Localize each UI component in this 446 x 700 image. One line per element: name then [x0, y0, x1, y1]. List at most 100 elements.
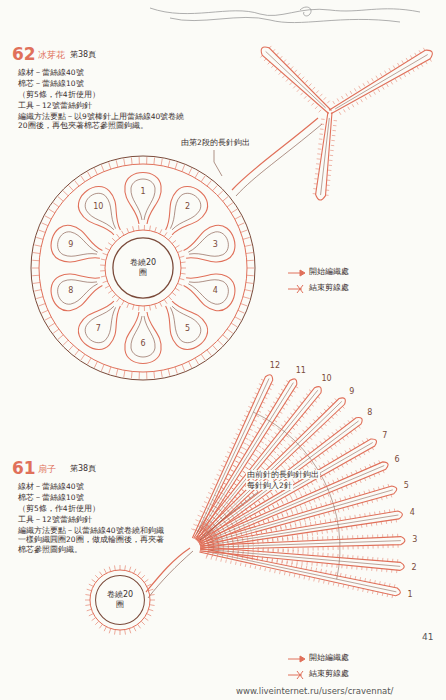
crochet-stroke: [217, 540, 218, 543]
crochet-stroke: [53, 203, 59, 207]
crochet-stroke: [386, 521, 388, 524]
crochet-stroke: [381, 521, 383, 524]
crochet-stroke: [412, 69, 414, 72]
crochet-stroke: [49, 323, 55, 327]
crochet-stroke: [378, 472, 379, 475]
crochet-stroke: [314, 499, 315, 502]
petal-loop: [85, 193, 115, 230]
crochet-stroke: [369, 512, 371, 515]
crochet-stroke: [207, 520, 210, 521]
crochet-stroke: [252, 492, 254, 495]
crochet-stroke: [304, 96, 306, 99]
crochet-stroke: [160, 229, 162, 233]
crochet-stroke: [333, 480, 334, 483]
crochet-stroke: [299, 420, 302, 422]
crochet-stroke: [391, 595, 393, 598]
petal-loop: [166, 301, 208, 349]
crochet-stroke: [266, 393, 269, 394]
crochet-stroke: [293, 548, 294, 551]
crochet-stroke: [331, 417, 333, 419]
crochet-stroke: [226, 496, 229, 498]
crochet-stroke: [358, 546, 359, 549]
crochet-stroke: [265, 415, 268, 417]
crochet-stroke: [283, 439, 286, 441]
crochet-stroke: [290, 413, 293, 415]
crochet-stroke: [354, 494, 356, 497]
callout-number: 6: [140, 339, 145, 349]
crochet-stroke: [387, 534, 388, 537]
crochet-stroke: [352, 535, 353, 538]
crochet-stroke: [257, 388, 260, 389]
crochet-stroke: [223, 528, 225, 531]
crochet-stroke: [253, 454, 256, 456]
crochet-stroke: [160, 302, 162, 306]
crochet-stroke: [212, 483, 215, 484]
crochet-stroke: [306, 465, 308, 468]
crochet-stroke: [301, 509, 303, 512]
crochet-stroke: [285, 497, 287, 500]
crochet-stroke: [272, 559, 273, 562]
inner-ring: [90, 570, 150, 630]
crochet-stroke: [124, 630, 126, 635]
crochet-stroke: [421, 64, 423, 67]
crochet-stroke: [58, 335, 63, 339]
petal-loop: [131, 316, 155, 357]
crochet-stroke: [223, 335, 228, 339]
crochet-stroke: [222, 538, 223, 541]
crochet-stroke: [261, 466, 264, 468]
crochet-stroke: [294, 574, 296, 577]
crochet-stroke: [245, 438, 248, 439]
leader-line: [200, 492, 258, 540]
crochet-stroke: [342, 508, 344, 511]
crochet-stroke: [268, 62, 270, 65]
crochet-stroke: [396, 519, 398, 522]
crochet-stroke: [306, 566, 308, 569]
crochet-stroke: [351, 472, 352, 475]
crochet-stroke: [226, 509, 229, 511]
crochet-stroke: [313, 188, 316, 189]
crochet-stroke: [237, 479, 240, 481]
crochet-stroke: [419, 50, 421, 53]
crochet-stroke: [146, 372, 147, 379]
crochet-stroke: [257, 427, 260, 429]
crochet-stroke: [251, 517, 253, 520]
crochet-stroke: [141, 621, 145, 625]
crochet-stroke: [382, 593, 384, 596]
crochet-stroke: [242, 471, 245, 473]
crochet-stroke: [306, 394, 309, 396]
crochet-stroke: [204, 536, 207, 538]
crochet-stroke: [197, 379, 269, 534]
crochet-stroke: [317, 153, 320, 154]
crochet-stroke: [221, 465, 224, 466]
crochet-stroke: [268, 507, 270, 510]
crochet-stroke: [109, 567, 111, 572]
crochet-stroke: [112, 238, 116, 241]
crochet-stroke: [277, 416, 280, 418]
crochet-stroke: [335, 398, 337, 400]
crochet-stroke: [332, 135, 335, 136]
crochet-stroke: [259, 523, 260, 526]
crochet-stroke: [211, 556, 213, 559]
crochet-stroke: [373, 545, 374, 548]
crochet-stroke: [337, 554, 338, 557]
crochet-stroke: [314, 516, 316, 519]
material-note: 線材－蕾絲線40號: [18, 482, 84, 491]
crochet-stroke: [225, 456, 228, 457]
crochet-stroke: [243, 443, 246, 444]
crochet-stroke: [308, 577, 310, 580]
crochet-stroke: [281, 451, 283, 453]
crochet-stroke: [243, 550, 244, 553]
crochet-stroke: [310, 522, 312, 525]
crochet-stroke: [354, 429, 356, 432]
crochet-stroke: [251, 534, 253, 537]
crochet-stroke: [206, 541, 401, 548]
crochet-stroke: [88, 172, 92, 178]
crochet-stroke: [254, 420, 257, 421]
crochet-stroke: [323, 463, 325, 466]
crochet-stroke: [293, 409, 296, 411]
crochet-stroke: [305, 523, 307, 526]
crochet-stroke: [153, 158, 155, 165]
crochet-stroke: [223, 461, 226, 462]
crochet-stroke: [63, 340, 68, 345]
callout-number: 9: [349, 387, 354, 397]
